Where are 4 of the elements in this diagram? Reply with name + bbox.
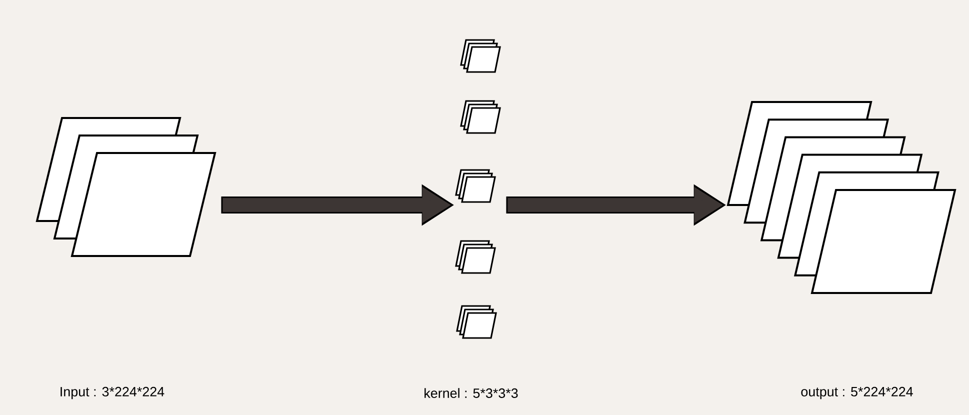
caption: output : 5*224*224 bbox=[801, 386, 913, 400]
caption: kernel : 5*3*3*3 bbox=[424, 388, 518, 398]
feature-map-stack-drawing bbox=[455, 39, 501, 339]
caption: Input : 3*224*224 bbox=[60, 386, 164, 400]
